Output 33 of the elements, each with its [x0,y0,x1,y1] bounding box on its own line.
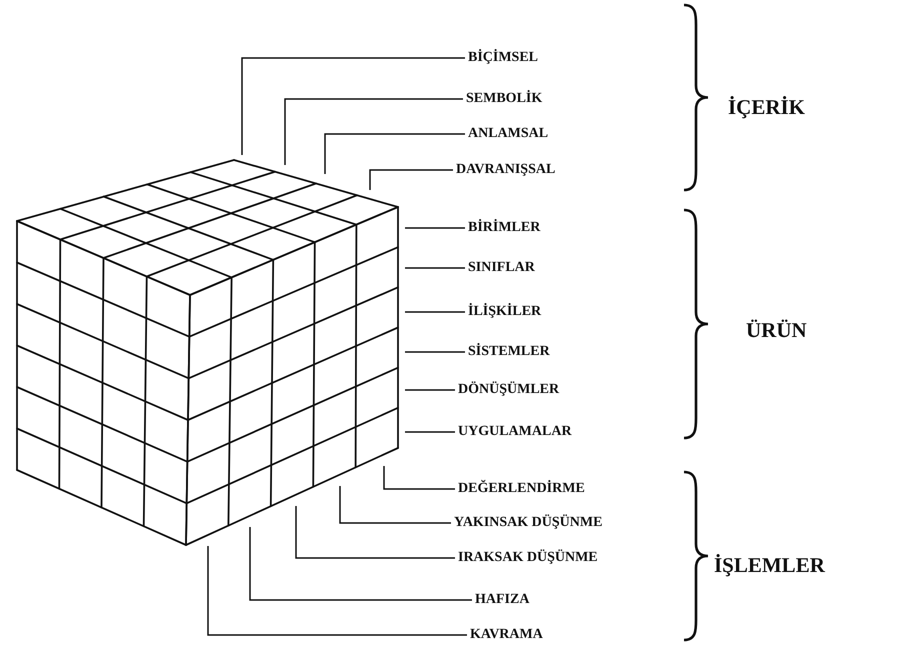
leader-line [405,389,455,391]
leader-line [207,546,467,636]
leader-line [284,98,463,165]
category-label: YAKINSAK DÜŞÜNME [454,514,602,532]
leader-line [405,431,455,433]
leader-line [405,267,465,269]
leader-line [405,227,465,229]
leader-line [383,466,455,490]
leader-line [295,506,455,559]
leader-line [241,57,465,155]
leader-line [249,527,472,601]
leader-line [405,311,465,313]
leader-line [324,133,465,174]
group-heading: İŞLEMLER [714,553,825,577]
leader-line [369,169,453,190]
category-label: KAVRAMA [470,626,543,644]
leader-line [339,486,451,524]
leader-line [405,351,465,353]
category-label: DÖNÜŞÜMLER [458,381,560,399]
group-heading: İÇERİK [728,95,806,119]
category-label: DAVRANIŞSAL [456,161,556,179]
group-heading: ÜRÜN [746,318,807,342]
category-label: ANLAMSAL [468,125,548,143]
category-label: IRAKSAK DÜŞÜNME [458,549,598,567]
category-label: SEMBOLİK [466,90,542,108]
category-label: İLİŞKİLER [468,303,542,321]
category-label: DEĞERLENDİRME [458,480,585,498]
category-label: UYGULAMALAR [458,423,572,441]
category-label: BİÇİMSEL [468,49,538,67]
category-label: SİSTEMLER [468,343,550,361]
category-label: BİRİMLER [468,219,540,237]
category-label: SINIFLAR [468,259,535,277]
category-label: HAFIZA [475,591,530,609]
